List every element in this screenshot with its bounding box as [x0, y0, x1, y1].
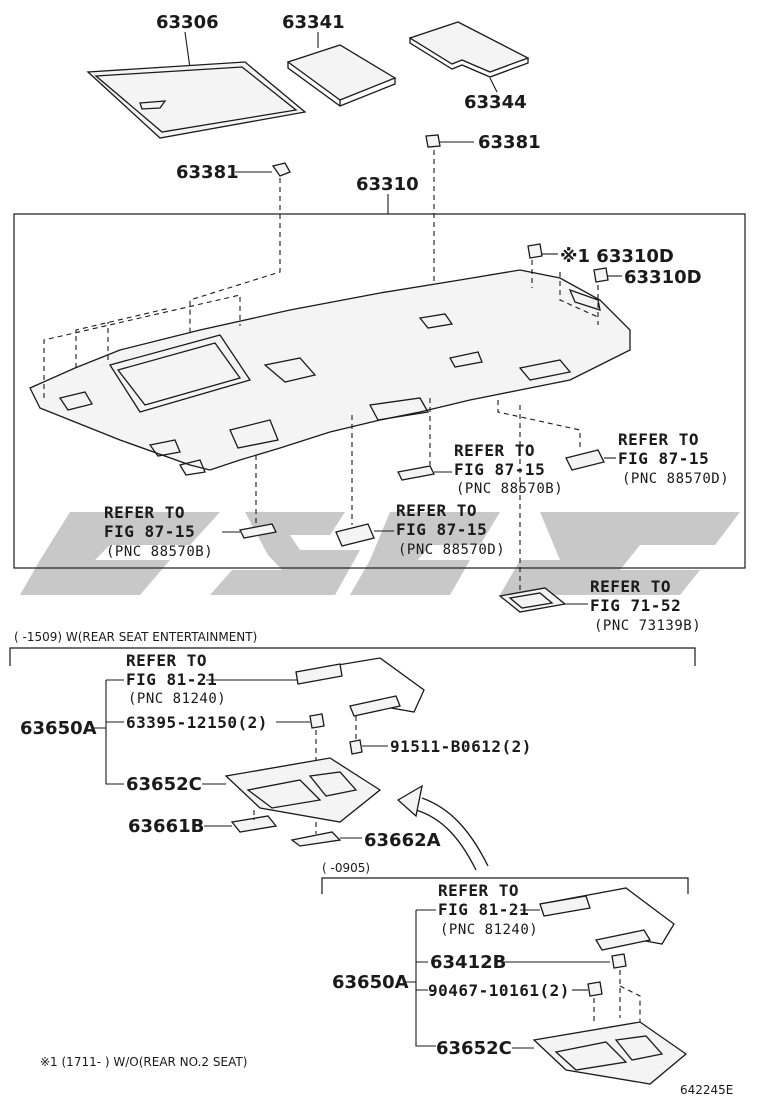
svg-text:REFER TO: REFER TO [454, 441, 535, 460]
svg-text:(PNC 88570D): (PNC 88570D) [398, 542, 505, 558]
label-63344: 63344 [464, 92, 527, 113]
part-81240-upper-frame [295, 657, 425, 717]
svg-text:REFER TO: REFER TO [618, 430, 699, 449]
label-63310d-right: 63310D [624, 267, 702, 288]
screw-91511 [349, 739, 363, 755]
note-footnote: ※1 (1711- ) W/O(REAR NO.2 SEAT) [40, 1055, 247, 1069]
part-88570b-lower [239, 523, 277, 539]
part-63310-headliner [29, 269, 631, 476]
svg-text:(PNC 88570D): (PNC 88570D) [622, 471, 729, 487]
ref-81240-upper: REFER TO FIG 81-21 (PNC 81240) [126, 651, 226, 707]
svg-text:(PNC 88570B): (PNC 88570B) [106, 544, 213, 560]
svg-text:FIG 81-21: FIG 81-21 [438, 900, 529, 919]
part-63652c-lower [532, 1021, 688, 1085]
svg-text:(PNC 81240): (PNC 81240) [440, 922, 538, 938]
svg-text:(PNC 73139B): (PNC 73139B) [594, 618, 701, 634]
clip-63381-right [425, 134, 441, 148]
part-63341-pad [286, 44, 397, 107]
figure-code: 642245E [680, 1083, 733, 1097]
svg-text:FIG 71-52: FIG 71-52 [590, 596, 681, 615]
clip-63310d-top [527, 243, 543, 259]
watermark-logo [20, 512, 740, 595]
svg-text:FIG 87-15: FIG 87-15 [454, 460, 545, 479]
label-91511: 91511-B0612(2) [390, 737, 532, 756]
part-63661b [230, 815, 278, 833]
svg-text:REFER TO: REFER TO [438, 881, 519, 900]
ref-88570d-lower: REFER TO FIG 87-15 (PNC 88570D) [396, 501, 505, 558]
svg-text:(PNC 88570B): (PNC 88570B) [456, 481, 563, 497]
clip-90467 [587, 981, 603, 997]
svg-text:FIG 87-15: FIG 87-15 [104, 522, 195, 541]
ref-88570b-lower: REFER TO FIG 87-15 (PNC 88570B) [104, 503, 213, 560]
label-63341: 63341 [282, 12, 345, 33]
label-63661b: 63661B [128, 816, 204, 837]
label-63652c-lower: 63652C [436, 1038, 512, 1059]
clip-63412b [611, 953, 627, 969]
part-63344-pad [408, 21, 530, 78]
label-63412b: 63412B [430, 952, 506, 973]
svg-text:REFER TO: REFER TO [104, 503, 185, 522]
part-81240-lower-frame [539, 887, 675, 951]
ref-73139b: REFER TO FIG 71-52 (PNC 73139B) [590, 577, 701, 634]
svg-text:(PNC 81240): (PNC 81240) [128, 691, 226, 707]
clip-63381-left [271, 162, 291, 177]
part-88570d-lower [335, 523, 375, 547]
part-88570d-right [565, 449, 605, 471]
label-90467: 90467-10161(2) [428, 981, 570, 1000]
ref-81240-lower: REFER TO FIG 81-21 (PNC 81240) [438, 881, 538, 938]
label-63381-left: 63381 [176, 162, 239, 183]
arrow-icon [396, 784, 489, 871]
svg-text:REFER TO: REFER TO [396, 501, 477, 520]
svg-text:FIG 87-15: FIG 87-15 [396, 520, 487, 539]
part-63662a [290, 831, 342, 847]
label-63381-right: 63381 [478, 132, 541, 153]
svg-text:REFER TO: REFER TO [126, 651, 207, 670]
svg-text:FIG 81-21: FIG 81-21 [126, 670, 217, 689]
clip-63310d-right [593, 267, 609, 283]
label-63650a-upper: 63650A [20, 718, 97, 739]
part-63306-sunshade [86, 61, 307, 139]
label-63310: 63310 [356, 174, 419, 195]
clip-63395 [309, 713, 325, 729]
label-63306: 63306 [156, 12, 219, 33]
label-63662a: 63662A [364, 830, 441, 851]
note-rse: ( -1509) W(REAR SEAT ENTERTAINMENT) [14, 630, 257, 644]
label-63310d-top: ※1 63310D [560, 246, 674, 267]
ref-88570b-upper: REFER TO FIG 87-15 (PNC 88570B) [454, 441, 563, 497]
part-88570b-upper [397, 465, 435, 481]
svg-text:FIG 87-15: FIG 87-15 [618, 449, 709, 468]
label-63650a-lower: 63650A [332, 972, 409, 993]
label-63652c-upper: 63652C [126, 774, 202, 795]
label-63395: 63395-12150(2) [126, 713, 268, 732]
headliner-frame [13, 213, 746, 569]
svg-text:REFER TO: REFER TO [590, 577, 671, 596]
ref-88570d-right: REFER TO FIG 87-15 (PNC 88570D) [618, 430, 729, 487]
note-0905: ( -0905) [322, 861, 370, 875]
part-63652c-upper [224, 757, 382, 823]
